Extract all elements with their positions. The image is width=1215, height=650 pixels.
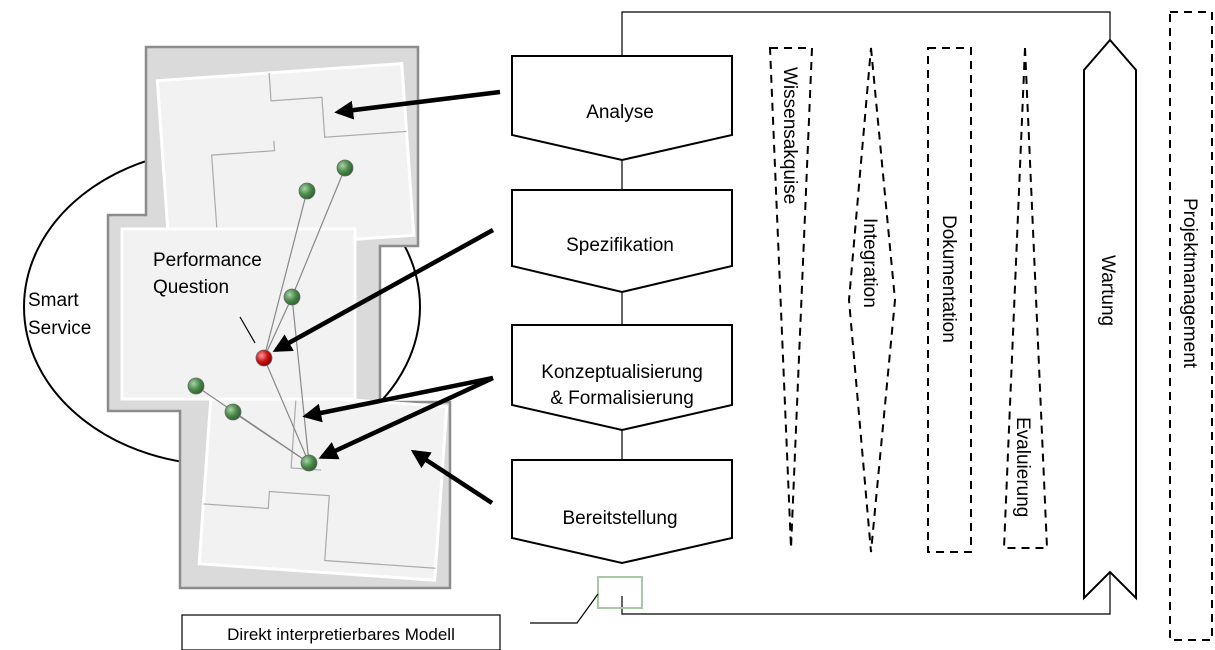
activity-integration: Integration (847, 47, 897, 553)
smart-service-label-line2: Service (28, 318, 91, 339)
smart-service-label-line1: Smart (28, 290, 79, 311)
performance-question-pointer (239, 316, 256, 344)
graph-node (298, 182, 316, 200)
model-label: Direkt interpretierbares Modell (227, 625, 455, 644)
graph-edges (195, 167, 346, 464)
model-label-box (181, 614, 501, 650)
graph-node (187, 377, 205, 395)
performance-question-node (255, 349, 273, 367)
top-model-sheet (155, 62, 416, 254)
phase-spezifikation: Spezifikation (511, 189, 733, 294)
model-small-box (597, 576, 643, 609)
graph-node (336, 159, 354, 177)
activity-label: Evaluierung (1012, 417, 1033, 517)
graph-node (283, 288, 301, 306)
phase-bereitstellung: Bereitstellung (511, 459, 733, 565)
arrow-konzept-a (302, 375, 494, 423)
arrow-bereitstellung (410, 449, 494, 505)
arrow-analyse (334, 89, 501, 120)
projektmanagement-box: Projektmanagement (1169, 11, 1213, 641)
activity-evaluierung: Evaluierung (1002, 47, 1049, 549)
wartung-label: Wartung (1097, 255, 1118, 326)
graph-node (300, 454, 318, 472)
projektmanagement-label: Projektmanagement (1179, 198, 1200, 369)
wartung-arrow: Wartung (1083, 38, 1137, 601)
graph-node (224, 403, 242, 421)
phase-label-line1: Konzeptualisierung (541, 362, 703, 383)
phase-label-line2: & Formalisierung (550, 388, 694, 409)
arrow-konzept-b (318, 375, 494, 460)
performance-question-label-line1: Performance (153, 250, 262, 271)
phase-label: Analyse (586, 102, 654, 123)
phase-konzeptualisierung: Konzeptualisierung & Formalisierung (511, 324, 733, 432)
model-callout-line (530, 593, 599, 624)
activity-label: Wissensakquise (779, 67, 800, 204)
activity-label: Dokumentation (938, 215, 959, 343)
activity-dokumentation: Dokumentation (927, 47, 972, 553)
phase-label: Bereitstellung (562, 508, 677, 529)
activity-label: Integration (859, 218, 880, 308)
performance-question-label-line2: Question (153, 277, 229, 298)
activity-wissensakquise: Wissensakquise (768, 47, 814, 549)
phase-label: Spezifikation (566, 235, 674, 256)
middle-model-sheet (120, 227, 357, 401)
phase-analyse: Analyse (511, 55, 733, 162)
mapping-arrows (272, 89, 501, 505)
arrow-spezifikation (272, 228, 495, 352)
